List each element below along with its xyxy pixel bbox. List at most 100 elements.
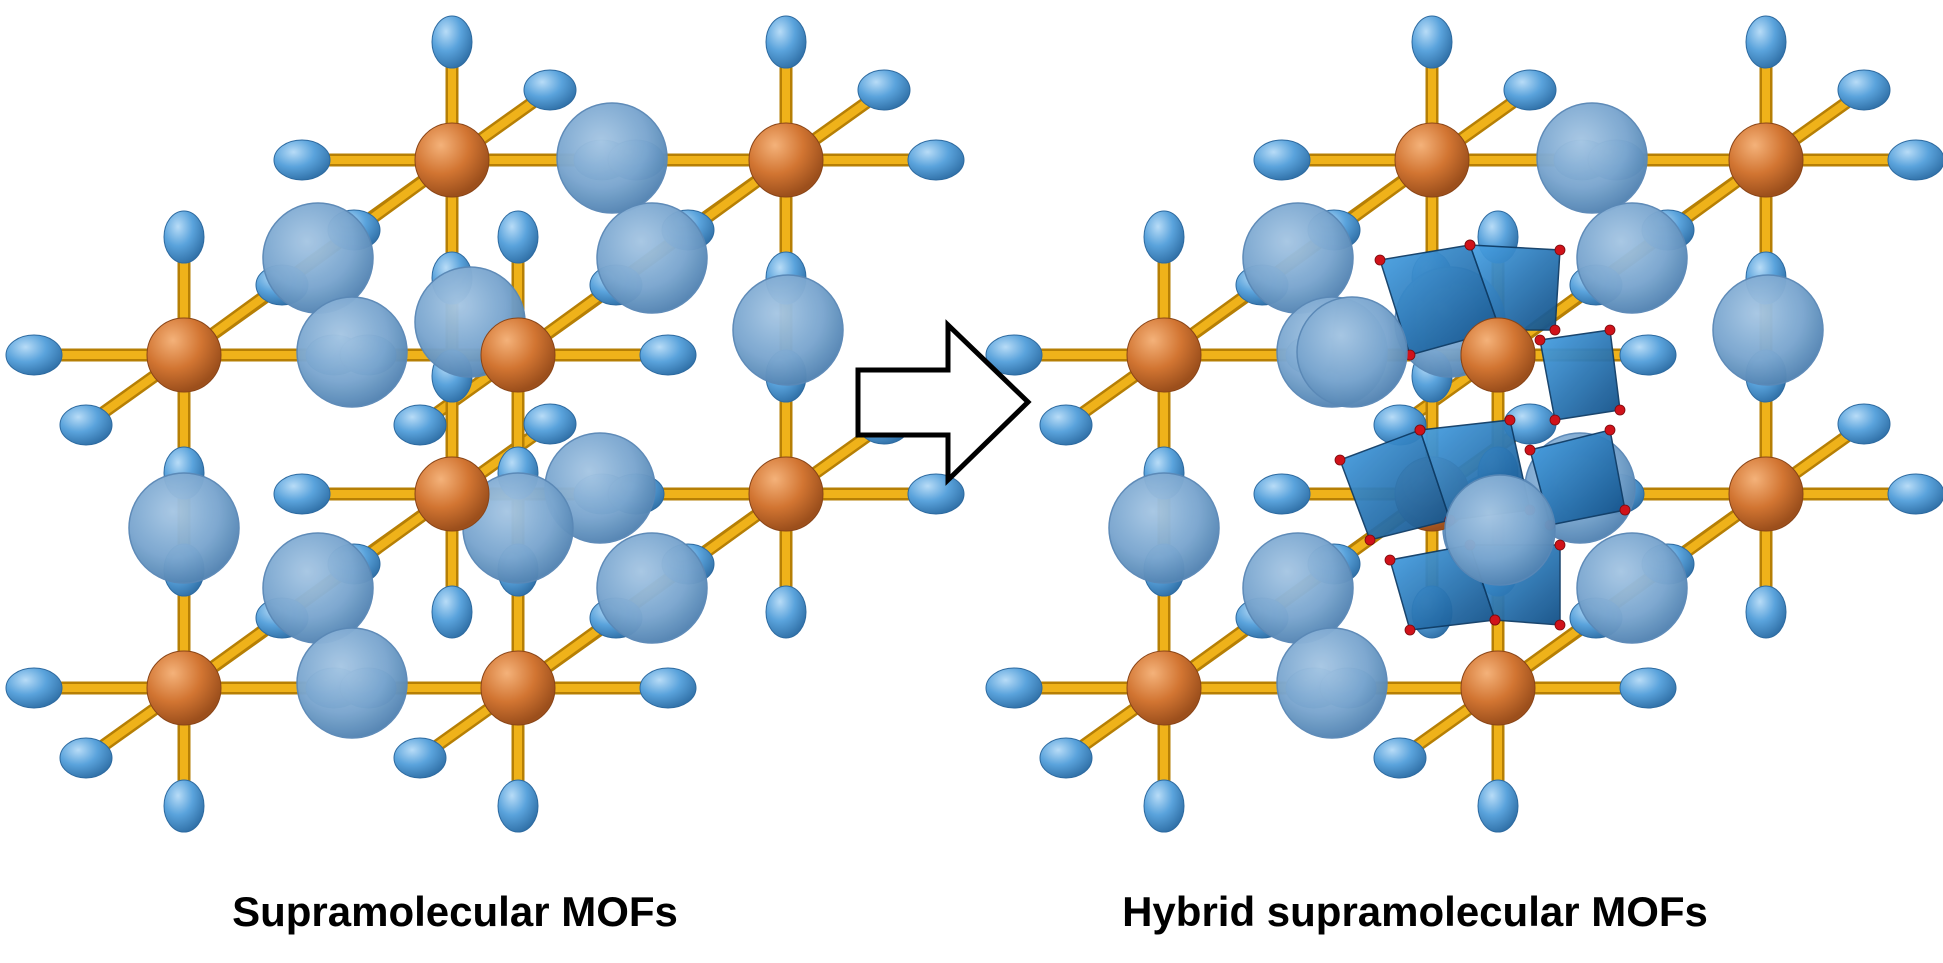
ligand-tip	[59, 737, 113, 779]
ligand-tip	[1619, 667, 1677, 709]
ligand-tip	[1745, 15, 1787, 69]
pore-sphere	[128, 472, 240, 584]
metal-node	[1460, 317, 1536, 393]
ligand-tip	[1411, 15, 1453, 69]
metal-node	[1126, 650, 1202, 726]
oxygen-atom	[1464, 239, 1476, 251]
ligand-tip	[59, 404, 113, 446]
metal-node	[146, 317, 222, 393]
polyhedron	[1539, 329, 1621, 421]
metal-node	[480, 650, 556, 726]
oxygen-atom	[1384, 554, 1396, 566]
oxygen-atom	[1414, 424, 1426, 436]
oxygen-atom	[1554, 539, 1566, 551]
oxygen-atom	[1604, 424, 1616, 436]
pore-sphere	[596, 202, 708, 314]
metal-node	[414, 456, 490, 532]
oxygen-atom	[1374, 254, 1386, 266]
ligand-tip	[1887, 139, 1943, 181]
pore-sphere	[1576, 532, 1688, 644]
ligand-tip	[639, 667, 697, 709]
hybrid-supramolecular-mof-lattice	[985, 15, 1943, 833]
oxygen-atom	[1554, 244, 1566, 256]
oxygen-atom	[1334, 454, 1346, 466]
ligand-tip	[497, 779, 539, 833]
pore-sphere	[596, 532, 708, 644]
metal-node	[748, 122, 824, 198]
metal-node	[480, 317, 556, 393]
pore-sphere	[1276, 627, 1388, 739]
ligand-tip	[431, 585, 473, 639]
ligand-tip	[1837, 69, 1891, 111]
oxygen-atom	[1524, 444, 1536, 456]
metal-node	[1394, 122, 1470, 198]
oxygen-atom	[1614, 404, 1626, 416]
ligand-tip	[1619, 334, 1677, 376]
ligand-tip	[497, 210, 539, 264]
oxygen-atom	[1554, 619, 1566, 631]
pore-sphere	[556, 102, 668, 214]
ligand-tip	[1253, 139, 1311, 181]
ligand-tip	[765, 15, 807, 69]
ligand-tip	[1745, 585, 1787, 639]
caption-hybrid-supramolecular-mofs: Hybrid supramolecular MOFs	[1122, 888, 1708, 935]
ligand-tip	[1373, 737, 1427, 779]
ligand-tip	[523, 403, 577, 445]
ligand-tip	[523, 69, 577, 111]
ligand-tip	[1837, 403, 1891, 445]
supramolecular-mof-lattice	[5, 15, 965, 833]
ligand-tip	[1253, 473, 1311, 515]
ligand-tip	[857, 69, 911, 111]
pore-sphere	[1536, 102, 1648, 214]
ligand-tip	[163, 779, 205, 833]
pore-sphere	[262, 532, 374, 644]
ligand-tip	[393, 404, 447, 446]
ligand-tip	[765, 585, 807, 639]
oxygen-atom	[1504, 414, 1516, 426]
pore-sphere	[1108, 472, 1220, 584]
oxygen-atom	[1534, 334, 1546, 346]
ligand-tip	[1039, 404, 1093, 446]
ligand-tip	[5, 334, 63, 376]
oxygen-atom	[1489, 614, 1501, 626]
ligand-tip	[1503, 69, 1557, 111]
pore-sphere	[296, 627, 408, 739]
ligand-tip	[985, 334, 1043, 376]
ligand-tip	[273, 473, 331, 515]
oxygen-atom	[1364, 534, 1376, 546]
oxygen-atom	[1604, 324, 1616, 336]
metal-node	[1728, 456, 1804, 532]
ligand-tip	[1887, 473, 1943, 515]
pore-sphere	[1444, 474, 1556, 586]
ligand-tip	[393, 737, 447, 779]
ligand-tip	[1039, 737, 1093, 779]
caption-supramolecular-mofs: Supramolecular MOFs	[232, 888, 678, 935]
metal-node	[748, 456, 824, 532]
ligand-tip	[907, 473, 965, 515]
oxygen-atom	[1549, 414, 1561, 426]
oxygen-atom	[1549, 324, 1561, 336]
ligand-tip	[1477, 779, 1519, 833]
ligand-tip	[431, 15, 473, 69]
pore-sphere	[1576, 202, 1688, 314]
metal-node	[1728, 122, 1804, 198]
pore-sphere	[296, 296, 408, 408]
metal-node	[146, 650, 222, 726]
ligand-tip	[907, 139, 965, 181]
pore-sphere	[1712, 274, 1824, 386]
pore-sphere	[1242, 532, 1354, 644]
metal-node	[1126, 317, 1202, 393]
metal-node	[414, 122, 490, 198]
ligand-tip	[273, 139, 331, 181]
ligand-tip	[639, 334, 697, 376]
ligand-tip	[1143, 779, 1185, 833]
pore-sphere	[732, 274, 844, 386]
metal-node	[1460, 650, 1536, 726]
ligand-tip	[1143, 210, 1185, 264]
arrow-shape	[855, 319, 1032, 486]
transformation-arrow	[855, 319, 1032, 486]
oxygen-atom	[1619, 504, 1631, 516]
ligand-tip	[163, 210, 205, 264]
